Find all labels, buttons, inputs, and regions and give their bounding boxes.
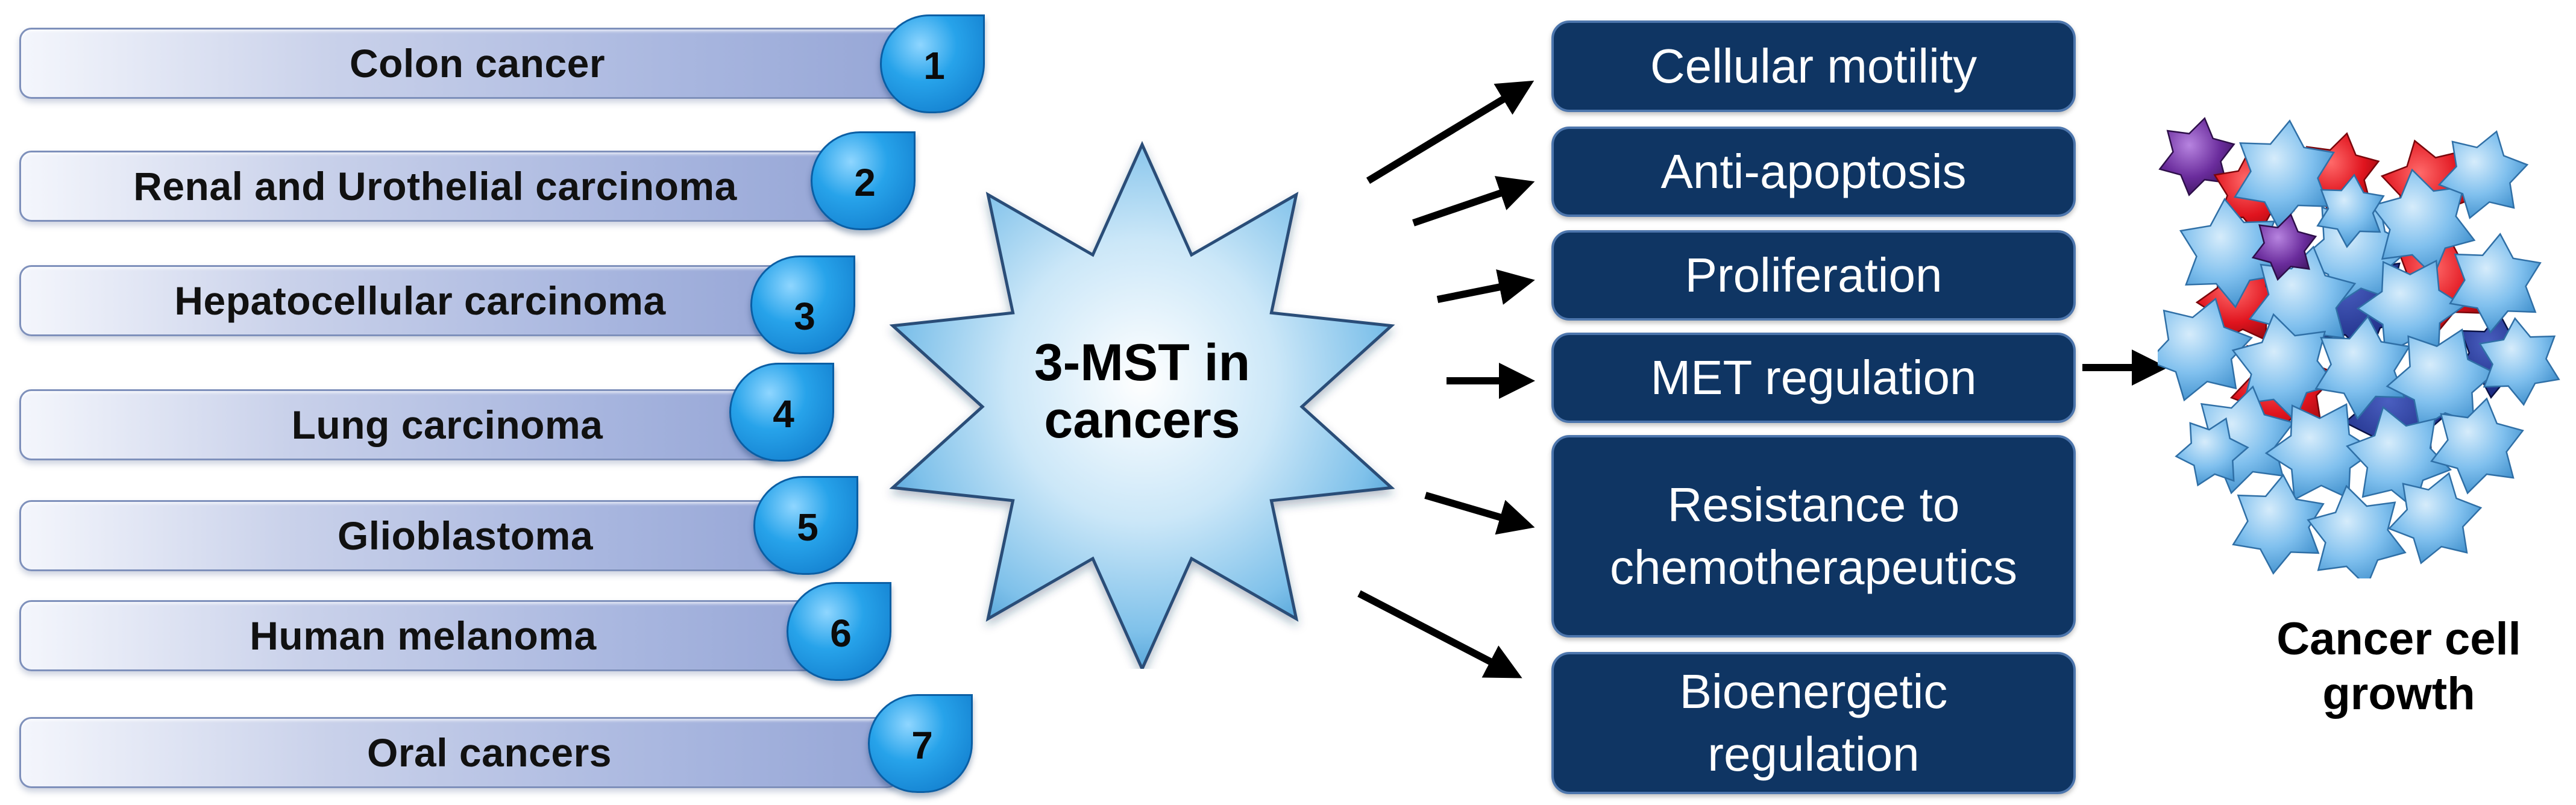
cancer-bar-colon [19,28,911,99]
effect-anti-apoptosis: Anti-apoptosis [1551,127,2076,217]
tumor-cell-star [2430,397,2524,495]
tumor-cell-star [2232,474,2325,575]
cancer-label-renal: Renal and Urothelial carcinoma [133,164,737,208]
arrow-to-bioenergetic [1357,590,1522,678]
effect-proliferation: Proliferation [1551,230,2076,321]
result-label: Cancer cell growth [2230,612,2568,721]
arrow-to-anti-apoptosis [1412,176,1535,227]
tumor-cell-star [2316,174,2385,248]
effect-cellular-motility: Cellular motility [1551,20,2076,112]
hub-label-line2: cancers [1044,390,1240,449]
cancer-bar-melanoma [19,600,833,671]
tumor-stars [2158,117,2560,578]
effect-label: Proliferation [1685,248,1943,302]
hub-star [889,140,1395,669]
tumor-cell-star [2179,198,2281,309]
result-label-line2: growth [2322,668,2475,720]
effect-label-line1: Bioenergetic [1679,665,1948,718]
arrow-to-resistance [1424,492,1535,535]
number-badge-text: 5 [797,506,818,549]
tumor-cell-star [2449,233,2542,334]
cancer-label-lung: Lung carcinoma [291,402,603,447]
number-badge-text: 1 [923,44,945,87]
number-badge-text: 2 [854,161,876,204]
cancer-label-melanoma: Human melanoma [250,613,597,658]
result-label-line1: Cancer cell [2276,613,2521,665]
tumor-cell-star [2158,297,2253,402]
number-badge-1: 1 [880,14,985,113]
effect-label: Cellular motility [1650,39,1978,93]
number-badge-7: 7 [868,694,973,793]
effect-label: Anti-apoptosis [1660,145,1967,198]
hub-label-line1: 3-MST in [1034,334,1251,392]
tumor-cell-star [2307,484,2407,578]
effect-met-regulation: MET regulation [1551,333,2076,423]
cancer-bar-renal [19,151,857,222]
cancer-bar-oral [19,717,899,788]
number-badge-5: 5 [753,476,858,575]
number-badge-6: 6 [787,582,891,681]
effect-label-line1: Resistance to [1667,478,1960,531]
effect-resistance-chemotherapeutics: Resistance to chemotherapeutics [1551,435,2076,637]
cancer-bar-glioblastoma [19,500,797,571]
hub-star-shape [889,140,1395,669]
number-badge-3: 3 [750,255,855,354]
number-badge-text: 3 [794,295,815,338]
number-badge-text: 4 [773,392,794,436]
tumor-cell-star [2437,130,2529,219]
hub-label: 3-MST in cancers [964,334,1320,448]
number-badge-4: 4 [729,363,834,462]
arrow-to-proliferation [1436,269,1535,305]
cancer-bar-lung [19,389,779,460]
tumor-cell-star [2251,213,2317,281]
number-badge-2: 2 [811,131,916,230]
tumor-cell-star [2478,317,2560,406]
cancer-label-oral: Oral cancers [367,730,612,775]
cancer-label-colon: Colon cancer [349,41,606,86]
cancer-bar-hepatocellular [19,265,797,336]
effect-label-line2: chemotherapeutics [1610,540,2017,594]
number-badge-text: 6 [830,612,852,655]
arrow-to-cellular-motility [1366,80,1535,184]
tumor-cluster [2158,117,2560,578]
effect-label: MET regulation [1650,351,1977,404]
cancer-label-hepatocellular: Hepatocellular carcinoma [174,278,666,323]
tumor-cell-star [2387,472,2483,565]
effect-bioenergetic-regulation: Bioenergetic regulation [1551,652,2076,794]
cancer-label-glioblastoma: Glioblastoma [337,513,594,558]
number-badge-text: 7 [911,724,933,767]
effect-label-line2: regulation [1707,727,1920,781]
tumor-cell-star [2175,417,2249,487]
